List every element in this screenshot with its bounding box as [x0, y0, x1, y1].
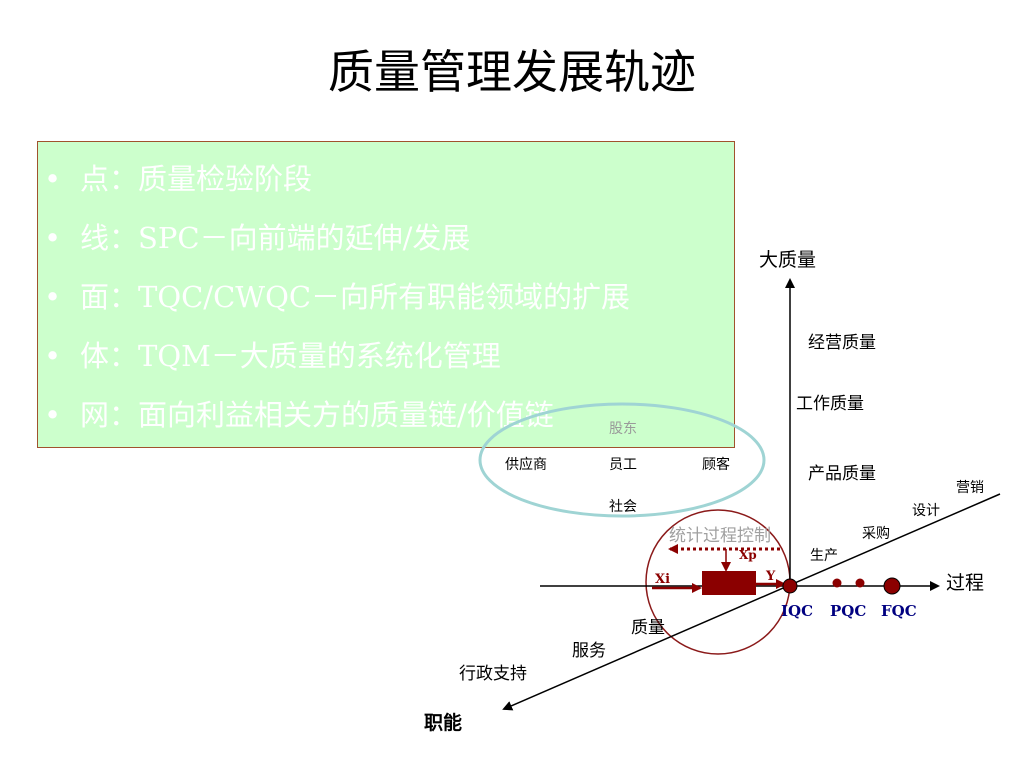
process-design: 设计 [912, 503, 940, 519]
stages-list: •点：质量检验阶段 •线：SPC－向前端的延伸/发展 •面：TQC/CWQC－向… [44, 150, 630, 445]
process-box [702, 571, 756, 595]
page-title: 质量管理发展轨迹 [328, 45, 696, 99]
stakeholder-employee: 员工 [609, 457, 637, 473]
stakeholder-supplier: 供应商 [505, 456, 547, 473]
stakeholder-shareholder: 股东 [609, 421, 637, 437]
level-product: 产品质量 [808, 464, 876, 484]
stakeholder-society: 社会 [609, 499, 637, 515]
bullet-dot: • [44, 162, 62, 196]
process-marketing: 营销 [956, 480, 984, 496]
bullet-dot: • [44, 221, 62, 255]
qc-label-iqc: IQC [781, 602, 813, 620]
pqc-dot-2 [855, 578, 865, 588]
level-work: 工作质量 [796, 394, 864, 414]
vertical-axis-label: 大质量 [759, 249, 816, 271]
spc-label: 统计过程控制 [669, 526, 771, 546]
stages-box [37, 141, 735, 448]
diagonal-axis [502, 493, 1001, 711]
stage-network: •网：面向利益相关方的质量链/价值链 [44, 386, 630, 445]
iqc-dot [782, 578, 798, 594]
bullet-dot: • [44, 339, 62, 373]
function-admin: 行政支持 [459, 664, 527, 684]
stakeholder-ellipse [478, 402, 766, 518]
horizontal-axis-label: 过程 [946, 572, 984, 594]
spc-xi-label: Xi [655, 572, 670, 587]
stage-line: •线：SPC－向前端的延伸/发展 [44, 209, 630, 268]
stage-body: •体：TQM－大质量的系统化管理 [44, 327, 630, 386]
process-production: 生产 [810, 548, 838, 564]
process-purchase: 采购 [862, 526, 890, 542]
bullet-dot: • [44, 280, 62, 314]
qc-label-fqc: FQC [881, 602, 917, 620]
qc-label-pqc: PQC [830, 602, 866, 620]
function-service: 服务 [572, 641, 606, 661]
fqc-dot [883, 577, 901, 595]
bullet-dot: • [44, 398, 62, 432]
function-quality: 质量 [631, 618, 665, 638]
spc-xp-label: Xp [739, 548, 757, 562]
level-business: 经营质量 [808, 333, 876, 353]
stage-point: •点：质量检验阶段 [44, 150, 630, 209]
pqc-dot-1 [832, 578, 842, 588]
stage-surface: •面：TQC/CWQC－向所有职能领域的扩展 [44, 268, 630, 327]
stakeholder-customer: 顾客 [702, 456, 730, 473]
spc-y-label: Y [765, 569, 776, 584]
diagonal-axis-label: 职能 [424, 711, 462, 734]
